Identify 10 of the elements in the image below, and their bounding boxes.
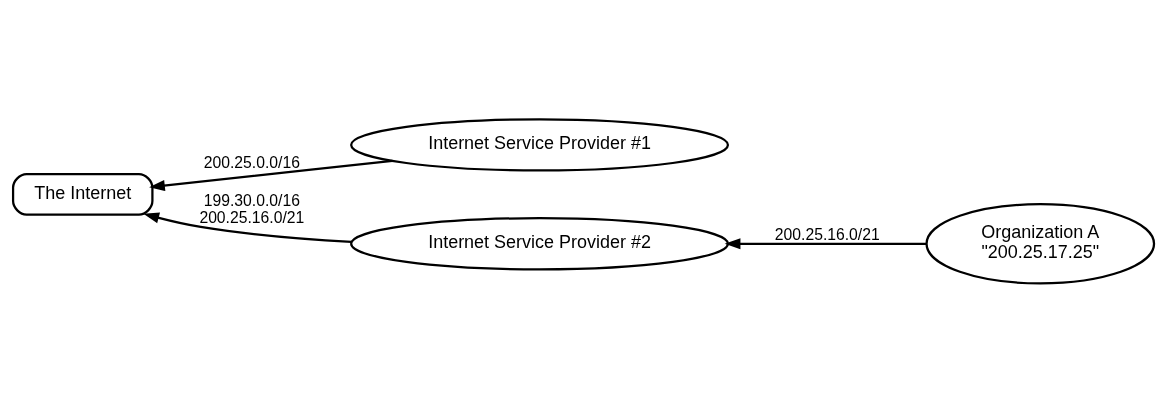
- node-ellipse: Organization A "200.25.17.25": [925, 202, 1156, 284]
- arrow: [149, 159, 393, 191]
- edge-label: 199.30.0.0/16 200.25.16.0/21: [199, 191, 305, 226]
- edge-label: 200.25.0.0/16: [203, 153, 300, 171]
- arrow: [724, 237, 927, 249]
- node-ellipse: Internet Service Provider #1: [350, 117, 730, 172]
- node-box: The Internet: [11, 172, 154, 216]
- node-ellipse: Internet Service Provider #2: [350, 216, 730, 270]
- edge-label: 200.25.16.0/21: [774, 225, 880, 243]
- arrow: [143, 212, 352, 243]
